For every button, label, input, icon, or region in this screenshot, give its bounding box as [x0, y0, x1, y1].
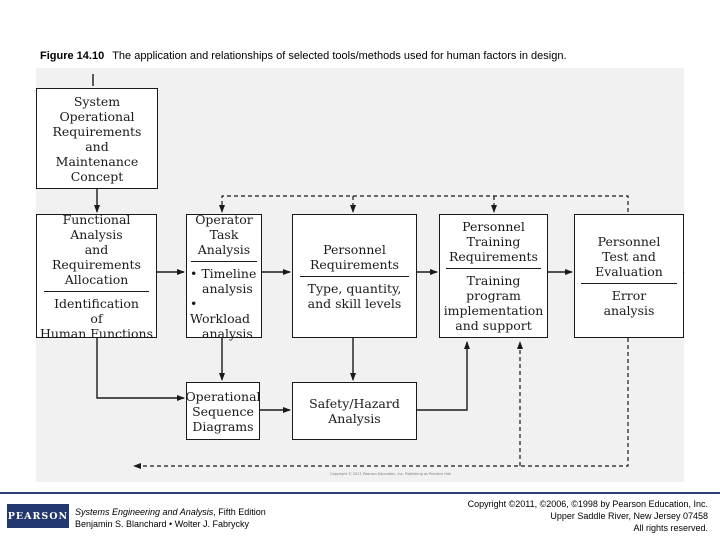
box-divider	[44, 290, 149, 292]
box-system-operational-requirements: System Operational Requirements and Main…	[36, 88, 158, 189]
box-line: Requirements	[449, 249, 538, 264]
box-line: Identification	[54, 295, 139, 311]
box-line: Type, quantity,	[307, 280, 402, 296]
box-line: Safety/Hazard	[309, 396, 400, 411]
box-line: Personnel	[597, 234, 661, 249]
box-operator-task-analysis: Operator Task Analysis • Timeline analys…	[186, 211, 262, 341]
box-line: of	[90, 310, 103, 326]
box-line: Requirements	[310, 256, 399, 272]
box-line: Operational	[59, 108, 135, 124]
book-edition: , Fifth Edition	[213, 507, 266, 517]
box-divider	[300, 275, 409, 277]
box-line: Operator	[195, 211, 253, 227]
box-line: Evaluation	[595, 264, 663, 279]
box-line: Training	[466, 273, 521, 288]
figure-label: Figure 14.10	[40, 50, 105, 62]
box-line: Analysis	[328, 411, 381, 426]
box-line: program	[466, 288, 521, 303]
box-line: and	[85, 138, 109, 154]
box-line: Sequence	[192, 403, 254, 419]
book-title: Systems Engineering and Analysis	[75, 507, 214, 517]
box-operational-sequence-diagrams: Operational Sequence Diagrams	[185, 382, 261, 440]
box-divider	[581, 283, 677, 284]
box-line: Concept	[70, 168, 124, 184]
copyright-notice: Copyright ©2011, ©2006, ©1998 by Pearson…	[468, 498, 708, 534]
figure-caption: Figure 14.10 The application and relation…	[40, 50, 700, 62]
feedback-top-to-operator	[219, 195, 629, 213]
bullet-item: analysis	[202, 280, 253, 296]
box-personnel-requirements: Personnel Requirements Type, quantity, a…	[292, 214, 417, 338]
box-line: Training	[466, 234, 521, 249]
box-line: Allocation	[64, 271, 129, 287]
bullet-item: analysis	[202, 325, 253, 341]
box-personnel-training-requirements: Personnel Training Requirements Training…	[439, 214, 548, 338]
box-line: Test and	[602, 249, 656, 264]
bullet-item: • Workload	[190, 295, 251, 326]
box-line: analysis	[603, 303, 655, 318]
arrow-safety-to-training	[417, 341, 470, 411]
feedback-bottom-to-left	[133, 338, 629, 469]
box-functional-analysis: Functional Analysis and Requirements All…	[36, 211, 157, 341]
book-info: Systems Engineering and Analysis, Fifth …	[75, 506, 266, 530]
box-divider	[446, 268, 541, 269]
box-line: System	[73, 93, 121, 109]
box-line: Operational	[185, 388, 261, 404]
box-line: and support	[455, 318, 532, 333]
box-personnel-test-evaluation: Personnel Test and Evaluation Error anal…	[574, 214, 684, 338]
box-line: Diagrams	[192, 418, 254, 434]
box-safety-hazard-analysis: Safety/Hazard Analysis	[292, 382, 417, 440]
box-line: Personnel	[323, 241, 386, 257]
box-line: Personnel	[462, 219, 525, 234]
image-credit: Copyright © 2011 Pearson Education, Inc.…	[330, 472, 452, 476]
copyright-line: Upper Saddle River, New Jersey 07458	[550, 511, 708, 521]
box-line: and	[84, 241, 109, 257]
box-line: Functional	[62, 211, 131, 227]
arrow-functional-to-sequence	[96, 338, 185, 401]
box-line: Task	[209, 226, 239, 242]
book-authors: Benjamin S. Blanchard • Wolter J. Fabryc…	[75, 519, 250, 529]
box-line: Requirements	[52, 256, 141, 272]
box-line: and skill levels	[307, 295, 402, 311]
box-line: Human Functions	[39, 325, 154, 341]
figure-caption-text: The application and relationships of sel…	[112, 50, 567, 62]
box-line: Maintenance	[55, 153, 139, 169]
box-divider	[191, 260, 257, 262]
footer-divider	[0, 492, 720, 494]
box-line: implementation	[443, 303, 544, 318]
copyright-line: Copyright ©2011, ©2006, ©1998 by Pearson…	[467, 499, 708, 509]
pearson-logo: PEARSON	[7, 504, 69, 528]
bullet-item: • Timeline	[190, 265, 257, 281]
box-line: Requirements	[52, 123, 142, 139]
box-line: Error	[611, 288, 647, 303]
box-line: Analysis	[70, 226, 123, 242]
copyright-line: All rights reserved.	[633, 523, 708, 533]
box-line: Analysis	[197, 241, 251, 257]
